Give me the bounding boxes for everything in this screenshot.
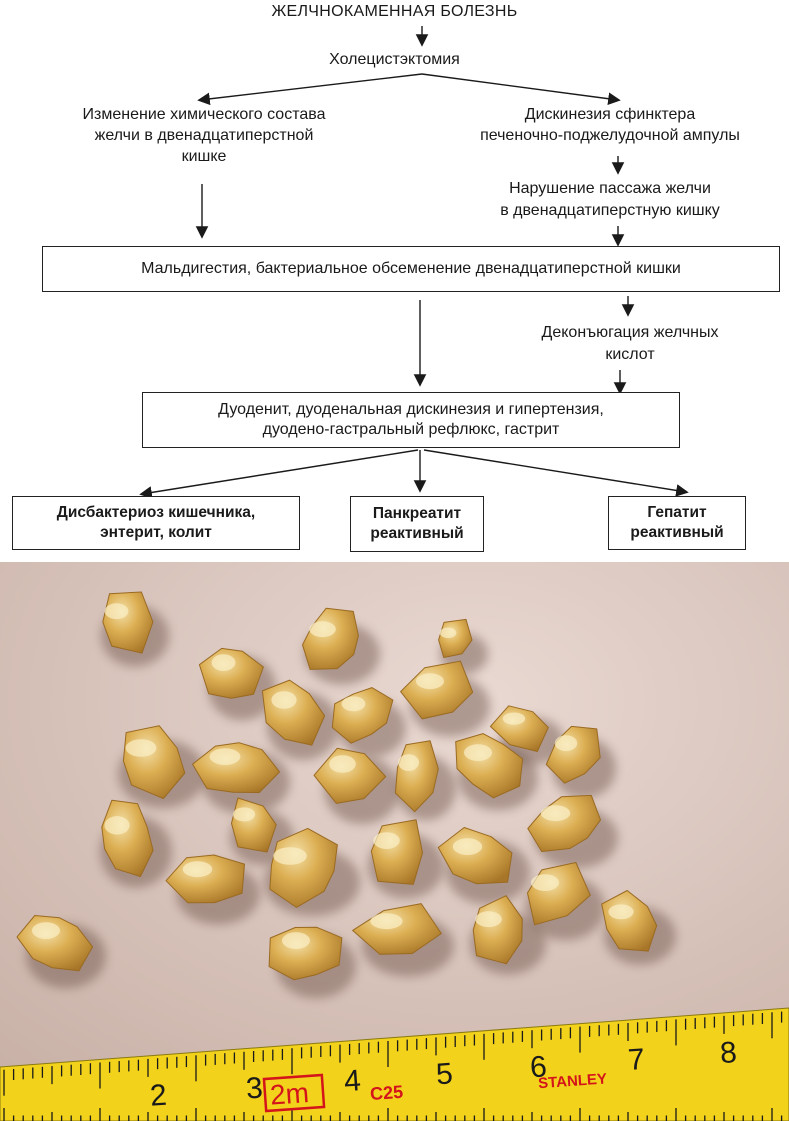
ruler-number: 6 [529, 1050, 548, 1084]
dysbacteriosis-line-1: Дисбактериоз кишечника, [56, 504, 256, 521]
stone-highlight [398, 754, 419, 771]
duodenitis-line-1: Дуоденит, дуоденальная дискинезия и гипе… [218, 401, 604, 418]
stone-highlight [104, 603, 129, 620]
stone-highlight [416, 673, 444, 690]
stone-highlight [271, 691, 297, 709]
stone-highlight [531, 874, 559, 891]
stone-highlight [475, 911, 502, 928]
stone-highlight [554, 735, 578, 752]
right-branch-text: Дискинезия сфинктера печеночно-поджелудо… [440, 104, 780, 146]
stone-highlight [464, 744, 492, 761]
maldigestion-box: Мальдигестия, бактериальное обсеменение … [42, 246, 780, 292]
hepatitis-box: Гепатит реактивный [608, 496, 746, 550]
stone-highlight [439, 627, 457, 639]
arrow-to-dysbacteriosis [139, 449, 419, 499]
stone-highlight [373, 832, 400, 849]
ruler-number: 8 [719, 1036, 738, 1070]
hepatitis-line-1: Гепатит [647, 504, 707, 521]
duodenitis-line-2: дуодено-гастральный рефлюкс, гастрит [262, 421, 560, 438]
stone-highlight [273, 847, 307, 865]
stone-highlight [329, 755, 356, 773]
stone-highlight [452, 838, 483, 855]
arrow-to-hepatitis [423, 449, 689, 497]
arrow-surgery-to-left [197, 73, 423, 106]
dysbacteriosis-box: Дисбактериоз кишечника, энтерит, колит [12, 496, 300, 550]
dysbacteriosis-line-2: энтерит, колит [100, 524, 212, 541]
ruler-number: 3 [245, 1071, 264, 1105]
ruler-number: 5 [435, 1057, 454, 1091]
deconjugation-line-1: Деконъюгация желчных [541, 324, 719, 341]
stone-highlight [32, 922, 60, 939]
flowchart-arrows [139, 26, 689, 499]
right-branch-line-1: Дискинезия сфинктера [524, 106, 696, 123]
stone-highlight [209, 748, 241, 765]
ruler-number: 7 [627, 1043, 646, 1077]
stone-highlight [104, 816, 130, 835]
gallstones-group [16, 591, 676, 999]
stone-highlight [540, 805, 571, 822]
bile-passage-text: Нарушение пассажа желчи в двенадцатиперс… [440, 178, 780, 222]
ruler-number: 4 [343, 1064, 362, 1098]
stone-highlight [608, 904, 634, 920]
stone-highlight [125, 739, 157, 757]
ruler-marker: 2m [269, 1077, 310, 1111]
stone-highlight [282, 932, 310, 949]
gallstones-illustration: 2 3 4 5 6 7 8 2m C25 STANLEY [0, 562, 789, 1121]
ruler-brand: STANLEY [538, 1070, 608, 1092]
ruler-marker-box [262, 1073, 326, 1113]
left-branch-line-3: кишке [181, 148, 227, 165]
duodenitis-box: Дуоденит, дуоденальная дискинезия и гипе… [142, 392, 680, 448]
arrow-surgery-to-right [421, 73, 621, 105]
deconjugation-text: Деконъюгация желчных кислот [480, 322, 780, 366]
hepatitis-line-2: реактивный [630, 524, 724, 541]
ruler-code: C25 [369, 1082, 403, 1104]
pancreatitis-line-1: Панкреатит [372, 505, 462, 522]
bile-passage-line-1: Нарушение пассажа желчи [509, 180, 711, 197]
bile-passage-line-2: в двенадцатиперстную кишку [500, 202, 720, 219]
stone-highlight [211, 654, 236, 671]
stone-highlight [502, 712, 526, 725]
stone-highlight [232, 807, 256, 822]
surgery-label: Холецистэктомия [329, 51, 460, 68]
stone-highlight [370, 913, 403, 930]
gallstones-photo: 2 3 4 5 6 7 8 2m C25 STANLEY [0, 562, 789, 1121]
ruler-number: 2 [149, 1079, 168, 1113]
left-branch-line-1: Изменение химического состава [82, 106, 326, 123]
pancreatitis-line-2: реактивный [370, 525, 464, 542]
left-branch-line-2: желчи в двенадцатиперстной [94, 127, 314, 144]
stone-highlight [341, 696, 366, 712]
gallstone [400, 660, 474, 720]
stone-highlight [182, 861, 213, 878]
stone-highlight [309, 621, 336, 638]
right-branch-line-2: печеночно-поджелудочной ампулы [480, 127, 740, 144]
flowchart: ЖЕЛЧНОКАМЕННАЯ БОЛЕЗНЬ Холецистэктомия И… [12, 3, 780, 552]
left-branch-text: Изменение химического состава желчи в дв… [34, 104, 374, 167]
tape-measure: 2 3 4 5 6 7 8 2m C25 STANLEY [0, 1007, 789, 1121]
deconjugation-line-2: кислот [605, 346, 655, 363]
pancreatitis-box: Панкреатит реактивный [350, 496, 484, 552]
gallstone [352, 903, 442, 955]
diagram-title: ЖЕЛЧНОКАМЕННАЯ БОЛЕЗНЬ [271, 3, 518, 20]
